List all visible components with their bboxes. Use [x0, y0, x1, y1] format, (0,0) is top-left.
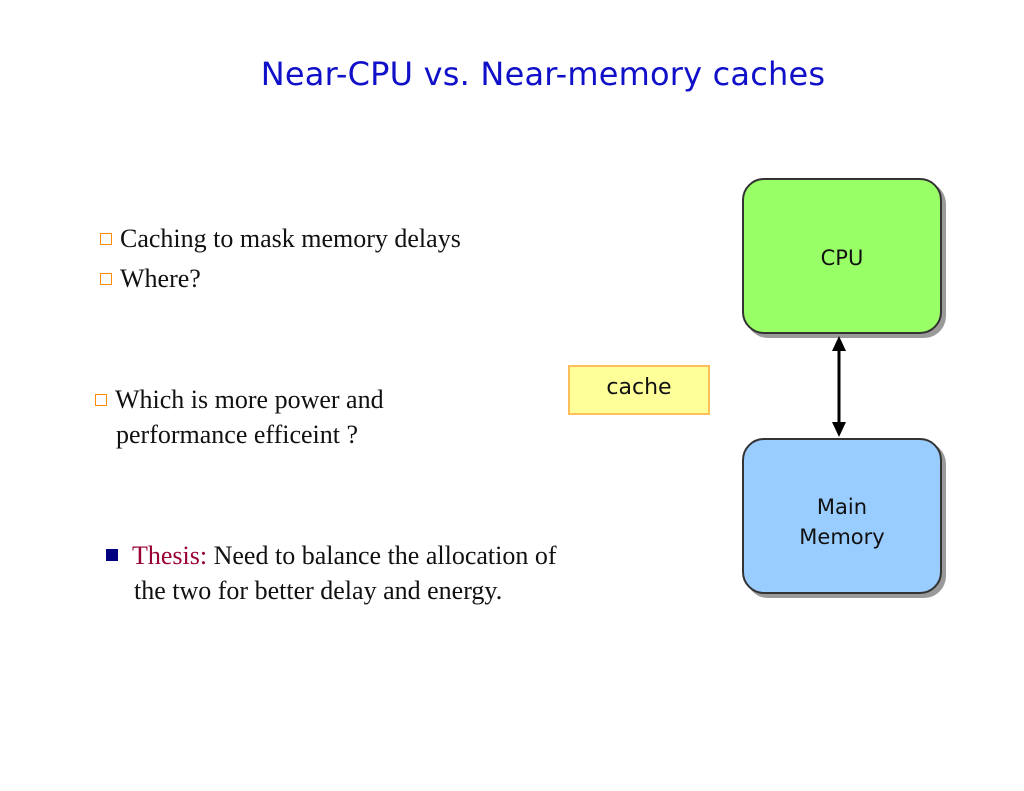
main-memory-node: Main Memory: [742, 438, 942, 594]
bullet-which-line1: Which is more power and: [115, 385, 384, 414]
bullet-caching: Caching to mask memory delays: [100, 222, 461, 256]
bullet-thesis: Thesis: Need to balance the allocation o…: [106, 539, 557, 573]
bullet-where-text: Where?: [120, 264, 201, 293]
bullet-which-line2: performance efficeint ?: [116, 420, 359, 449]
arrowhead-down-icon: [832, 422, 846, 437]
cache-node: cache: [568, 365, 710, 415]
bullet-filled-square-icon: [106, 549, 118, 561]
bullet-which-continuation: performance efficeint ?: [116, 418, 358, 452]
bullet-square-icon: [95, 394, 107, 406]
bullet-which: Which is more power and: [95, 383, 384, 417]
thesis-label: Thesis:: [132, 541, 208, 570]
cache-label: cache: [606, 375, 672, 400]
thesis-text-line2: the two for better delay and energy.: [134, 576, 503, 605]
bullet-thesis-continuation: the two for better delay and energy.: [134, 574, 502, 608]
cpu-node: CPU: [742, 178, 942, 334]
bullet-square-icon: [100, 273, 112, 285]
thesis-text-line1: Need to balance the allocation of: [207, 541, 557, 570]
slide-title: Near-CPU vs. Near-memory caches: [260, 55, 826, 93]
bullet-where: Where?: [100, 262, 201, 296]
bullet-square-icon: [100, 233, 112, 245]
memory-label-line1: Main: [816, 495, 868, 519]
arrowhead-up-icon: [832, 336, 846, 351]
bullet-caching-text: Caching to mask memory delays: [120, 224, 461, 253]
cpu-label: CPU: [820, 246, 864, 270]
memory-label-line2: Memory: [799, 525, 885, 549]
